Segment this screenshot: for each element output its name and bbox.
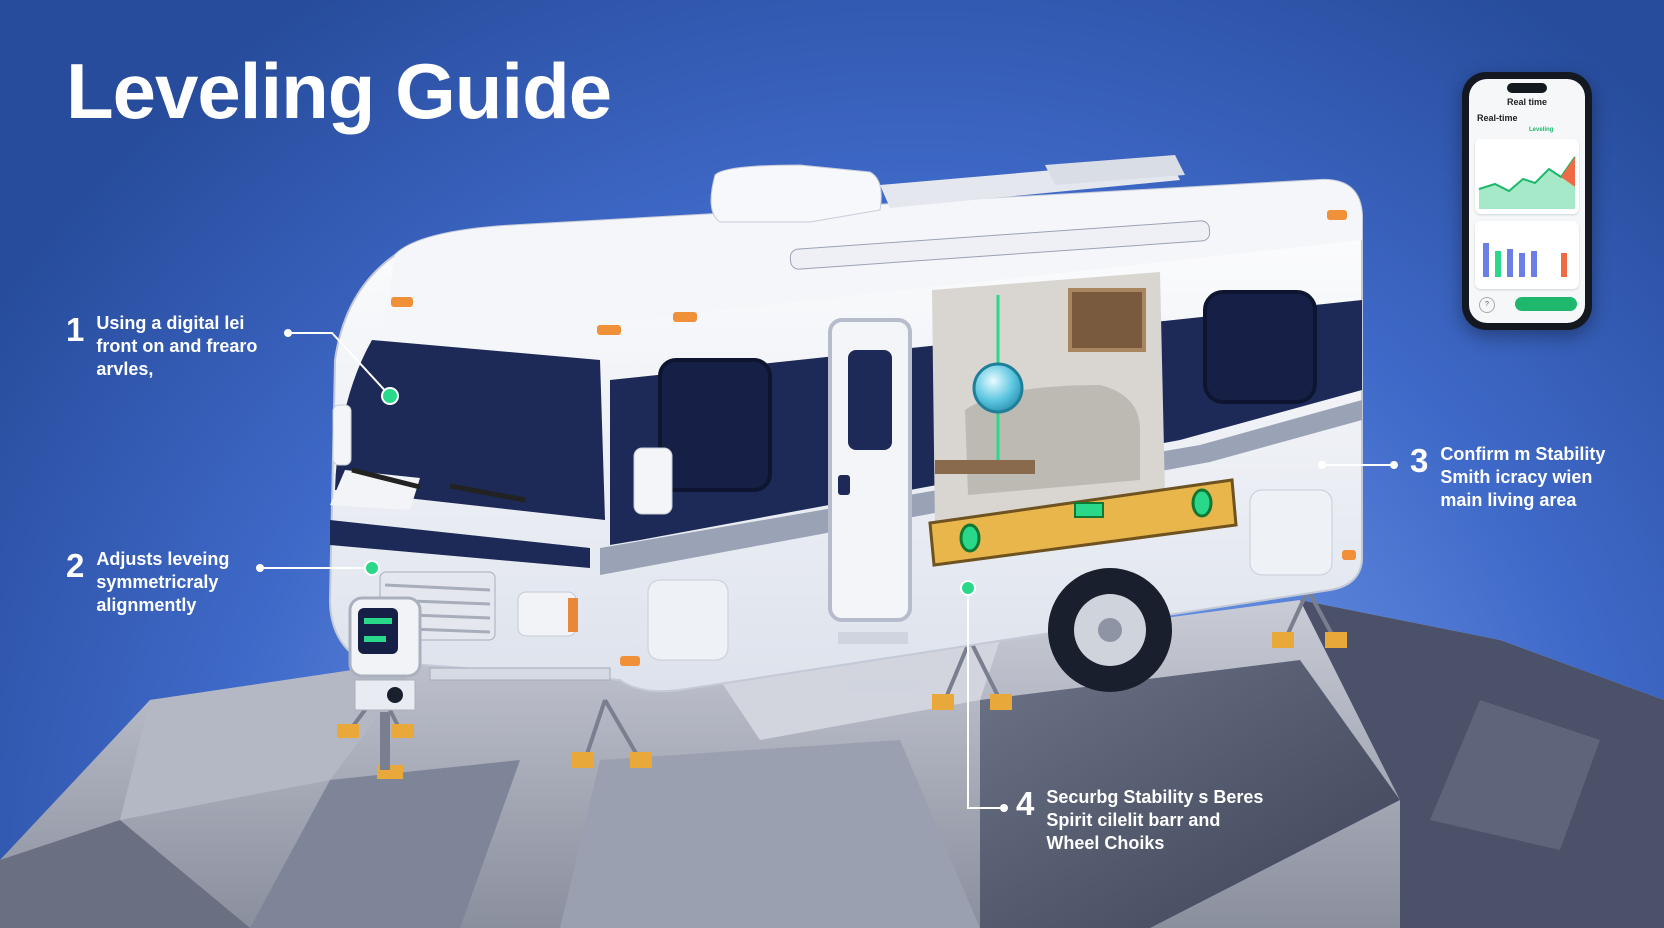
app-title: Real time xyxy=(1506,97,1548,107)
callout-text: Adjusts leveing symmetricraly alignmentl… xyxy=(96,548,229,617)
callout-line: front on and frearo xyxy=(96,336,258,356)
callout-line: Adjusts leveing xyxy=(96,549,230,569)
line-chart-card xyxy=(1475,139,1579,214)
callout-line: alignmently xyxy=(96,595,197,615)
mini-line-chart xyxy=(1478,156,1576,209)
callout-3: 3 Confirm m Stability Smith icracy wien … xyxy=(1410,442,1605,512)
mini-bar-chart xyxy=(1483,243,1567,277)
bar-chart-card xyxy=(1475,221,1579,289)
page-title: Leveling Guide xyxy=(66,47,612,135)
callout-number: 3 xyxy=(1410,442,1429,479)
callout-line: Smith icracy wien xyxy=(1440,467,1593,487)
leveling-app-phone: Real time Real-time Leveling xyxy=(1462,72,1592,330)
callout-number: 4 xyxy=(1016,785,1035,822)
rock-cliff xyxy=(0,600,1664,928)
callout-line: Spirit cilelit barr and xyxy=(1046,810,1221,830)
app-label: Leveling xyxy=(1529,127,1554,133)
app-subtitle: Real-time xyxy=(1477,113,1518,123)
callout-line: main living area xyxy=(1440,490,1577,510)
callout-line: Using a digital lei xyxy=(96,313,245,333)
callout-line: Confirm m Stability xyxy=(1440,444,1606,464)
callout-text: Confirm m Stability Smith icracy wien ma… xyxy=(1440,443,1605,512)
callout-text: Using a digital lei front on and frearo … xyxy=(96,312,257,381)
callout-4: 4 Securbg Stability s Beres Spirit cilel… xyxy=(1016,785,1263,855)
callout-number: 2 xyxy=(66,547,85,584)
phone-screen: Real time Real-time Leveling xyxy=(1469,79,1585,323)
help-icon[interactable]: ? xyxy=(1479,297,1495,313)
app-action-button[interactable] xyxy=(1515,297,1577,311)
callout-line: Securbg Stability s Beres xyxy=(1046,787,1264,807)
callout-text: Securbg Stability s Beres Spirit cilelit… xyxy=(1046,786,1263,855)
phone-notch xyxy=(1507,83,1547,93)
callout-1: 1 Using a digital lei front on and frear… xyxy=(66,311,257,381)
callout-number: 1 xyxy=(66,311,85,348)
callout-line: arvles, xyxy=(96,359,154,379)
callout-2: 2 Adjusts leveing symmetricraly alignmen… xyxy=(66,547,229,617)
callout-line: Wheel Choiks xyxy=(1046,833,1165,853)
callout-line: symmetricraly xyxy=(96,572,219,592)
callout-leaders xyxy=(260,332,1394,809)
callout-anchors xyxy=(256,329,1398,812)
rv-body xyxy=(328,155,1363,770)
